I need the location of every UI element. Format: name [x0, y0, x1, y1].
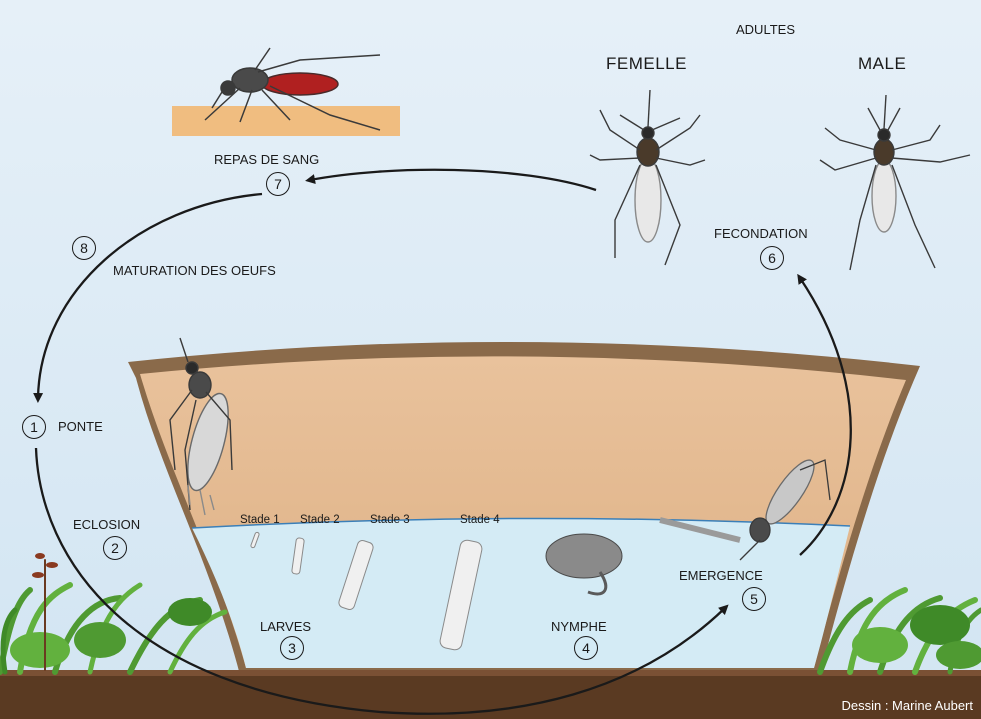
stage-3-label: Stade 3	[370, 514, 410, 526]
credit-text: Dessin : Marine Aubert	[841, 698, 973, 713]
step-8-marker: 8	[72, 236, 96, 260]
step-5-marker: 5	[742, 587, 766, 611]
larvae-label: LARVES	[260, 619, 311, 634]
step-6-marker: 6	[760, 246, 784, 270]
adults-label: ADULTES	[736, 22, 795, 37]
stage-2-label: Stade 2	[300, 514, 340, 526]
male-label: MALE	[858, 54, 906, 74]
step-3-marker: 3	[280, 636, 304, 660]
emergence-label: EMERGENCE	[679, 568, 763, 583]
female-label: FEMELLE	[606, 54, 687, 74]
skin-patch	[172, 106, 400, 136]
pupa-label: NYMPHE	[551, 619, 607, 634]
stage-1-label: Stade 1	[240, 514, 280, 526]
mating-label: FECONDATION	[714, 226, 808, 241]
egg-laying-label: PONTE	[58, 419, 103, 434]
blood-meal-label: REPAS DE SANG	[214, 152, 319, 167]
step-1-marker: 1	[22, 415, 46, 439]
step-2-marker: 2	[103, 536, 127, 560]
stage-4-label: Stade 4	[460, 514, 500, 526]
step-4-marker: 4	[574, 636, 598, 660]
step-7-marker: 7	[266, 172, 290, 196]
egg-maturation-label: MATURATION DES OEUFS	[113, 263, 276, 278]
hatching-label: ECLOSION	[73, 517, 140, 532]
